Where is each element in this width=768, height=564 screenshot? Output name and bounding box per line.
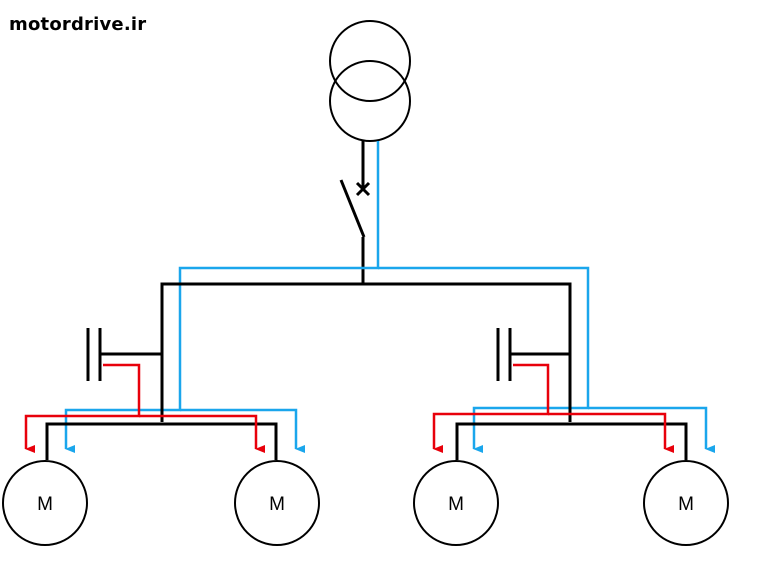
motor-label: M: [37, 494, 53, 515]
capacitor-current-path: [24, 363, 674, 453]
capacitor-icon: [496, 328, 570, 381]
motor-label: M: [269, 494, 285, 515]
site-watermark: motordrive.ir: [9, 14, 147, 35]
motor-icon: M: [643, 460, 729, 546]
circuit-breaker-icon: [339, 141, 371, 284]
motor-label: M: [448, 494, 464, 515]
motor-icon: M: [413, 460, 499, 546]
motor-icon: M: [2, 460, 88, 546]
capacitor-icon: [86, 328, 162, 381]
transformer-icon: [329, 20, 411, 142]
motor-label: M: [678, 494, 694, 515]
motor-icon: M: [234, 460, 320, 546]
main-busbar: [45, 282, 688, 460]
